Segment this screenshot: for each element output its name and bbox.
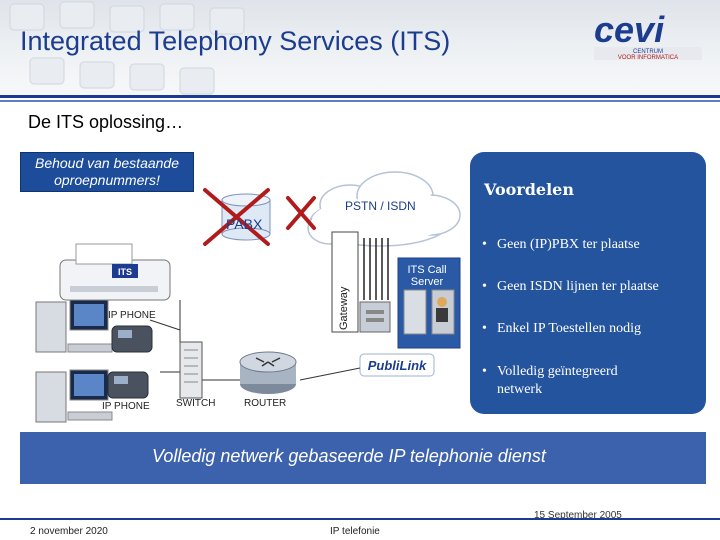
workstation-1-icon bbox=[36, 300, 112, 352]
footer-date: 2 november 2020 bbox=[30, 526, 108, 537]
bullet-icon: • bbox=[482, 278, 487, 296]
advantage-text: Geen ISDN lijnen ter plaatse bbox=[497, 278, 704, 296]
ip-phone-2-icon bbox=[108, 372, 148, 398]
server-rack-icon bbox=[360, 302, 390, 332]
svg-text:PubliLink: PubliLink bbox=[368, 358, 427, 373]
isdn-crossed-out-icon bbox=[288, 198, 314, 228]
callout-keep-numbers: Behoud van bestaande oproepnummers! bbox=[20, 152, 194, 192]
advantage-item: • Enkel IP Toestellen nodig bbox=[482, 320, 704, 338]
fax-machine-icon: ITS bbox=[60, 244, 170, 300]
pabx-label: PABX bbox=[226, 216, 262, 232]
workstation-2-icon bbox=[36, 370, 112, 422]
its-server-label: ITS Call Server bbox=[398, 264, 456, 288]
footer-rule bbox=[0, 518, 720, 520]
advantage-item: • Geen (IP)PBX ter plaatse bbox=[482, 236, 704, 254]
gateway-label: Gateway bbox=[338, 287, 350, 330]
router-label: ROUTER bbox=[244, 398, 286, 409]
bullet-icon: • bbox=[482, 363, 487, 381]
advantage-text: Enkel IP Toestellen nodig bbox=[497, 320, 704, 338]
advantages-title: Voordelen bbox=[484, 180, 574, 199]
its-server-label-line1: ITS Call bbox=[398, 264, 456, 276]
svg-text:ITS: ITS bbox=[118, 267, 132, 277]
advantage-item: • Volledig geïntegreerd netwerk bbox=[482, 363, 662, 399]
router-icon bbox=[240, 352, 296, 394]
advantage-item: • Geen ISDN lijnen ter plaatse bbox=[482, 278, 704, 296]
ip-phone-1-icon bbox=[112, 326, 152, 352]
footer-title: IP telefonie bbox=[330, 526, 380, 537]
summary-banner-text: Volledig netwerk gebaseerde IP telephoni… bbox=[152, 446, 546, 467]
bullet-icon: • bbox=[482, 320, 487, 338]
switch-icon bbox=[180, 342, 202, 398]
trunk-lines-icon bbox=[364, 238, 388, 300]
callout-line-2: oproepnummers! bbox=[21, 172, 193, 189]
bullet-icon: • bbox=[482, 236, 487, 254]
advantage-text: Volledig geïntegreerd netwerk bbox=[497, 363, 662, 399]
publilink-logo: PubliLink bbox=[360, 354, 434, 376]
advantage-text: Geen (IP)PBX ter plaatse bbox=[497, 236, 704, 254]
callout-line-1: Behoud van bestaande bbox=[21, 155, 193, 172]
ip-phone-label-2: IP PHONE bbox=[102, 401, 150, 412]
its-server-label-line2: Server bbox=[398, 276, 456, 288]
switch-label: SWITCH bbox=[176, 398, 215, 409]
ip-phone-label-1: IP PHONE bbox=[108, 310, 156, 321]
cloud-label: PSTN / ISDN bbox=[345, 199, 416, 213]
